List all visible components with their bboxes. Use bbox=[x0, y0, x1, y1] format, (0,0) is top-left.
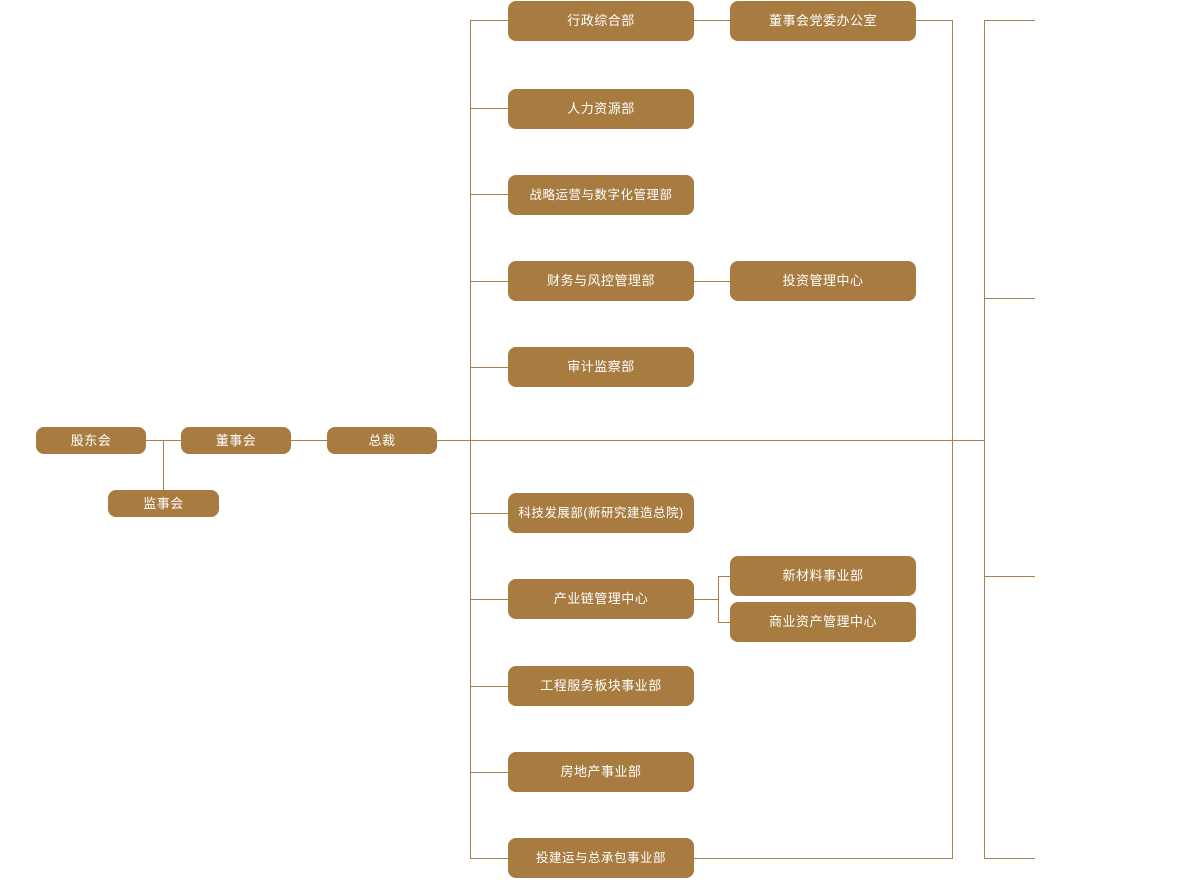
connector-department-spine bbox=[470, 20, 471, 859]
connector-finance-to-investment bbox=[694, 281, 730, 282]
node-board-of-directors[interactable]: 董事会 bbox=[181, 427, 291, 454]
node-label: 行政综合部 bbox=[567, 13, 635, 29]
connector-branch-epc bbox=[470, 858, 508, 859]
node-label: 总裁 bbox=[368, 432, 396, 448]
connector-outer-rail-stub-top bbox=[984, 20, 1035, 21]
node-label: 投建运与总承包事业部 bbox=[535, 850, 666, 865]
connector-inner-right-rail bbox=[952, 20, 953, 859]
node-label: 商业资产管理中心 bbox=[768, 614, 877, 630]
node-new-materials-division[interactable]: 新材料事业部 bbox=[730, 556, 916, 596]
node-epc-division[interactable]: 投建运与总承包事业部 bbox=[508, 838, 694, 878]
connector-branch-admin bbox=[470, 20, 508, 21]
connector-board-to-president bbox=[291, 440, 327, 441]
node-department-strategy[interactable]: 战略运营与数字化管理部 bbox=[508, 175, 694, 215]
node-label: 董事会党委办公室 bbox=[768, 13, 877, 29]
node-shareholders-meeting[interactable]: 股东会 bbox=[36, 427, 146, 454]
node-industry-chain-center[interactable]: 产业链管理中心 bbox=[508, 579, 694, 619]
node-label: 财务与风控管理部 bbox=[546, 273, 655, 289]
node-label: 工程服务板块事业部 bbox=[540, 678, 662, 694]
node-label: 审计监察部 bbox=[567, 359, 635, 375]
node-department-audit[interactable]: 审计监察部 bbox=[508, 347, 694, 387]
connector-branch-technology bbox=[470, 513, 508, 514]
node-label: 产业链管理中心 bbox=[553, 591, 649, 607]
node-label: 战略运营与数字化管理部 bbox=[529, 187, 673, 202]
connector-president-trunk bbox=[437, 440, 984, 441]
node-investment-center[interactable]: 投资管理中心 bbox=[730, 261, 916, 301]
connector-branch-audit bbox=[470, 367, 508, 368]
node-label: 股东会 bbox=[70, 432, 112, 448]
connector-to-commercial-assets bbox=[718, 622, 730, 623]
node-label: 房地产事业部 bbox=[560, 764, 642, 780]
connector-outer-rail-stub-bottom bbox=[984, 858, 1035, 859]
connector-to-supervisory-board-vertical bbox=[163, 440, 164, 503]
connector-board-office-to-rail bbox=[916, 20, 952, 21]
node-real-estate-division[interactable]: 房地产事业部 bbox=[508, 752, 694, 792]
connector-branch-realestate bbox=[470, 772, 508, 773]
node-commercial-assets-center[interactable]: 商业资产管理中心 bbox=[730, 602, 916, 642]
connector-branch-hr bbox=[470, 108, 508, 109]
node-president[interactable]: 总裁 bbox=[327, 427, 437, 454]
node-supervisory-board[interactable]: 监事会 bbox=[108, 490, 219, 517]
node-department-finance[interactable]: 财务与风控管理部 bbox=[508, 261, 694, 301]
connector-outer-right-rail bbox=[984, 20, 985, 859]
node-department-hr[interactable]: 人力资源部 bbox=[508, 89, 694, 129]
connector-branch-finance bbox=[470, 281, 508, 282]
node-department-admin[interactable]: 行政综合部 bbox=[508, 1, 694, 41]
connector-admin-to-board-office bbox=[694, 20, 730, 21]
node-department-technology[interactable]: 科技发展部(新研究建造总院) bbox=[508, 493, 694, 533]
node-label: 投资管理中心 bbox=[782, 273, 864, 289]
node-label: 监事会 bbox=[143, 495, 184, 511]
connector-epc-to-rail bbox=[694, 858, 952, 859]
node-label: 人力资源部 bbox=[567, 101, 635, 117]
connector-outer-rail-stub-lower-mid bbox=[984, 576, 1035, 577]
connector-branch-engineering bbox=[470, 686, 508, 687]
node-engineering-services-division[interactable]: 工程服务板块事业部 bbox=[508, 666, 694, 706]
connector-outer-rail-stub-upper-mid bbox=[984, 298, 1035, 299]
connector-branch-industry-chain bbox=[470, 599, 508, 600]
node-label: 新材料事业部 bbox=[782, 568, 864, 584]
connector-to-new-materials bbox=[718, 576, 730, 577]
connector-industry-chain-fork bbox=[718, 576, 719, 623]
node-label: 董事会 bbox=[215, 432, 257, 448]
connector-branch-strategy bbox=[470, 194, 508, 195]
node-board-party-office[interactable]: 董事会党委办公室 bbox=[730, 1, 916, 41]
connector-industry-chain-stem bbox=[694, 599, 718, 600]
node-label: 科技发展部(新研究建造总院) bbox=[518, 505, 684, 520]
